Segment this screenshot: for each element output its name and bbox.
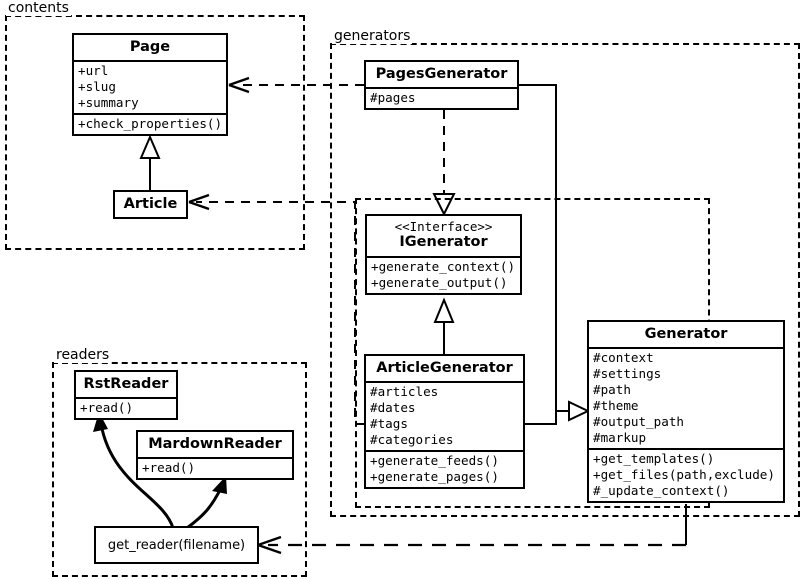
method-row: +generate_pages() (370, 469, 499, 485)
divider (138, 457, 292, 460)
class-articlegenerator-methods: +generate_feeds() +generate_pages() (366, 452, 523, 487)
class-articlegenerator[interactable]: ArticleGenerator #articles #dates #tags … (364, 354, 525, 490)
relation-getreader-creates-mardownreader (186, 476, 227, 530)
attribute-row: #dates (370, 400, 416, 416)
attribute-row: #markup (593, 430, 647, 446)
divider (589, 448, 783, 451)
attribute-row: +url (78, 63, 109, 79)
class-igenerator-stereotype: <<Interface>> (394, 219, 493, 234)
attribute-row: +summary (78, 95, 139, 111)
function-box-get-reader-label: get_reader(filename) (107, 537, 246, 553)
class-igenerator-header: <<Interface>> IGenerator (367, 216, 520, 256)
class-articlegenerator-attributes: #articles #dates #tags #categories (366, 383, 523, 450)
package-contents-label: contents (6, 0, 71, 16)
class-pagesgenerator[interactable]: PagesGenerator #pages (364, 60, 519, 111)
class-article-name: Article (123, 196, 178, 212)
attribute-row: +read() (142, 460, 196, 476)
relation-generators-inherit-generator (519, 84, 591, 425)
function-box-get-reader[interactable]: get_reader(filename) (94, 526, 259, 564)
class-generator-name: Generator (644, 326, 728, 342)
attribute-row: #settings (593, 366, 662, 382)
package-contents (5, 15, 305, 250)
class-igenerator-name: IGenerator (399, 234, 488, 251)
divider (76, 397, 176, 400)
class-rstreader-name: RstReader (83, 376, 169, 392)
method-row: +generate_context() (371, 258, 516, 274)
class-mardownreader-attributes: +read() (138, 459, 292, 478)
class-generator[interactable]: Generator #context #settings #path #them… (587, 320, 785, 504)
class-rstreader-attributes: +read() (76, 399, 176, 418)
class-pagesgenerator-attributes: #pages (366, 89, 517, 108)
package-generators-label: generators (332, 28, 413, 44)
class-mardownreader[interactable]: MardownReader +read() (136, 430, 294, 481)
attribute-row: +slug (78, 79, 116, 95)
attribute-row: #path (593, 382, 631, 398)
class-page-attributes: +url +slug +summary (74, 62, 226, 113)
attribute-row: +read() (80, 400, 134, 416)
divider (366, 450, 523, 453)
divider (366, 381, 523, 384)
attribute-row: #tags (370, 416, 408, 432)
divider (74, 60, 226, 63)
method-row: +generate_output() (371, 274, 508, 290)
class-articlegenerator-name: ArticleGenerator (376, 360, 513, 376)
method-row: #_update_context() (593, 483, 730, 499)
class-pagesgenerator-name: PagesGenerator (375, 66, 508, 82)
attribute-row: #context (593, 350, 654, 366)
divider (589, 347, 783, 350)
package-generators (330, 43, 800, 517)
relation-articlegenerator-generalizes-igenerator (433, 297, 455, 354)
relation-article-generalizes-page (139, 134, 161, 190)
method-row: +check_properties() (78, 116, 223, 132)
relation-getreader-creates-rstreader (93, 412, 175, 529)
divider (74, 113, 226, 116)
method-row: +get_templates() (593, 451, 715, 467)
class-igenerator[interactable]: <<Interface>> IGenerator +generate_conte… (365, 214, 522, 295)
relation-pagesgenerator-depends-page (228, 76, 364, 94)
class-page[interactable]: Page +url +slug +summary +check_properti… (72, 33, 228, 137)
class-mardownreader-name: MardownReader (148, 436, 282, 452)
divider (366, 87, 517, 90)
attribute-row: #theme (593, 398, 639, 414)
class-generator-attributes: #context #settings #path #theme #output_… (589, 349, 783, 448)
divider (367, 255, 520, 258)
class-generator-methods: +get_templates() +get_files(path,exclude… (589, 450, 783, 501)
class-page-methods: +check_properties() (74, 115, 226, 134)
class-article[interactable]: Article (113, 190, 188, 220)
class-page-name: Page (129, 39, 171, 55)
relation-generator-depends-getreader (257, 504, 687, 555)
method-row: +generate_feeds() (370, 453, 499, 469)
attribute-row: #output_path (593, 414, 684, 430)
class-rstreader[interactable]: RstReader +read() (74, 370, 178, 421)
attribute-row: #articles (370, 384, 439, 400)
method-row: +get_files(path,exclude) (593, 467, 775, 483)
class-igenerator-methods: +generate_context() +generate_output() (367, 258, 520, 293)
package-readers (52, 362, 307, 577)
package-readers-label: readers (54, 347, 112, 363)
attribute-row: #categories (370, 432, 454, 448)
attribute-row: #pages (370, 90, 416, 106)
